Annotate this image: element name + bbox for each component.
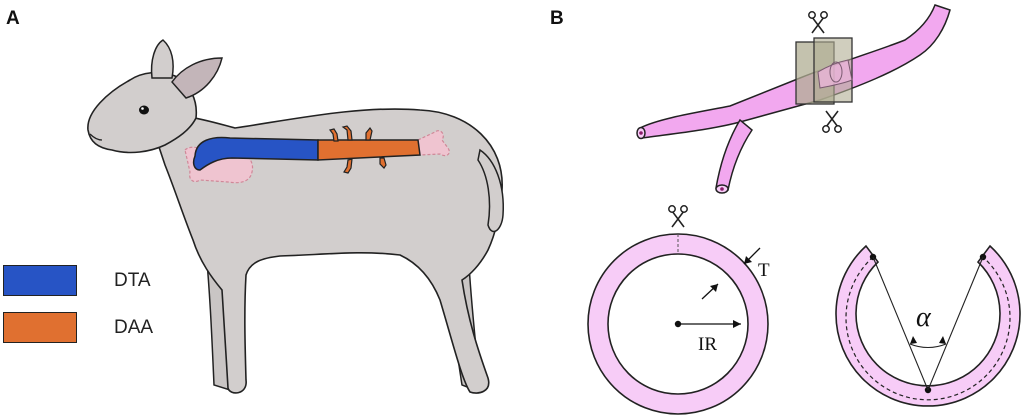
- vessel-distal-faded: [417, 130, 450, 157]
- panel-label-b: B: [550, 8, 564, 29]
- lamb-ear-back: [150, 39, 174, 79]
- vessel-clamp-illustration: [636, 4, 951, 194]
- vessel-lower-branch: [715, 118, 753, 191]
- lamb-illustration: [87, 39, 504, 394]
- daa-branches: [328, 125, 387, 174]
- daa-vessel: [317, 139, 421, 161]
- scissors-icon-top: [807, 11, 829, 34]
- thickness-label: T: [758, 260, 770, 281]
- dta-vessel: [192, 136, 319, 171]
- opening-angle-line-left: [872, 256, 929, 391]
- scissors-icon-ring: [667, 205, 689, 228]
- lamb-eye: [139, 105, 149, 115]
- angle-label: α: [916, 302, 932, 333]
- vessel-main-branch: [639, 4, 951, 139]
- legend-swatch-daa: [3, 312, 77, 343]
- lamb-tail: [477, 148, 504, 233]
- lamb-ear-front: [171, 57, 223, 99]
- opened-ring-midline: [845, 256, 1011, 401]
- legend-swatch-dta: [3, 265, 77, 296]
- inner-radius-label: IR: [698, 334, 717, 355]
- legend-label-dta: DTA: [114, 270, 151, 291]
- opening-angle-line-right: [927, 256, 984, 391]
- opening-angle-arc: [909, 343, 947, 348]
- panel-label-a: A: [6, 8, 20, 29]
- scissors-icon-bottom: [821, 110, 843, 133]
- opened-ring: [835, 244, 1021, 407]
- opened-ring-shape: [835, 244, 1021, 407]
- ring-cross-section: [587, 205, 769, 415]
- legend-label-daa: DAA: [114, 317, 154, 338]
